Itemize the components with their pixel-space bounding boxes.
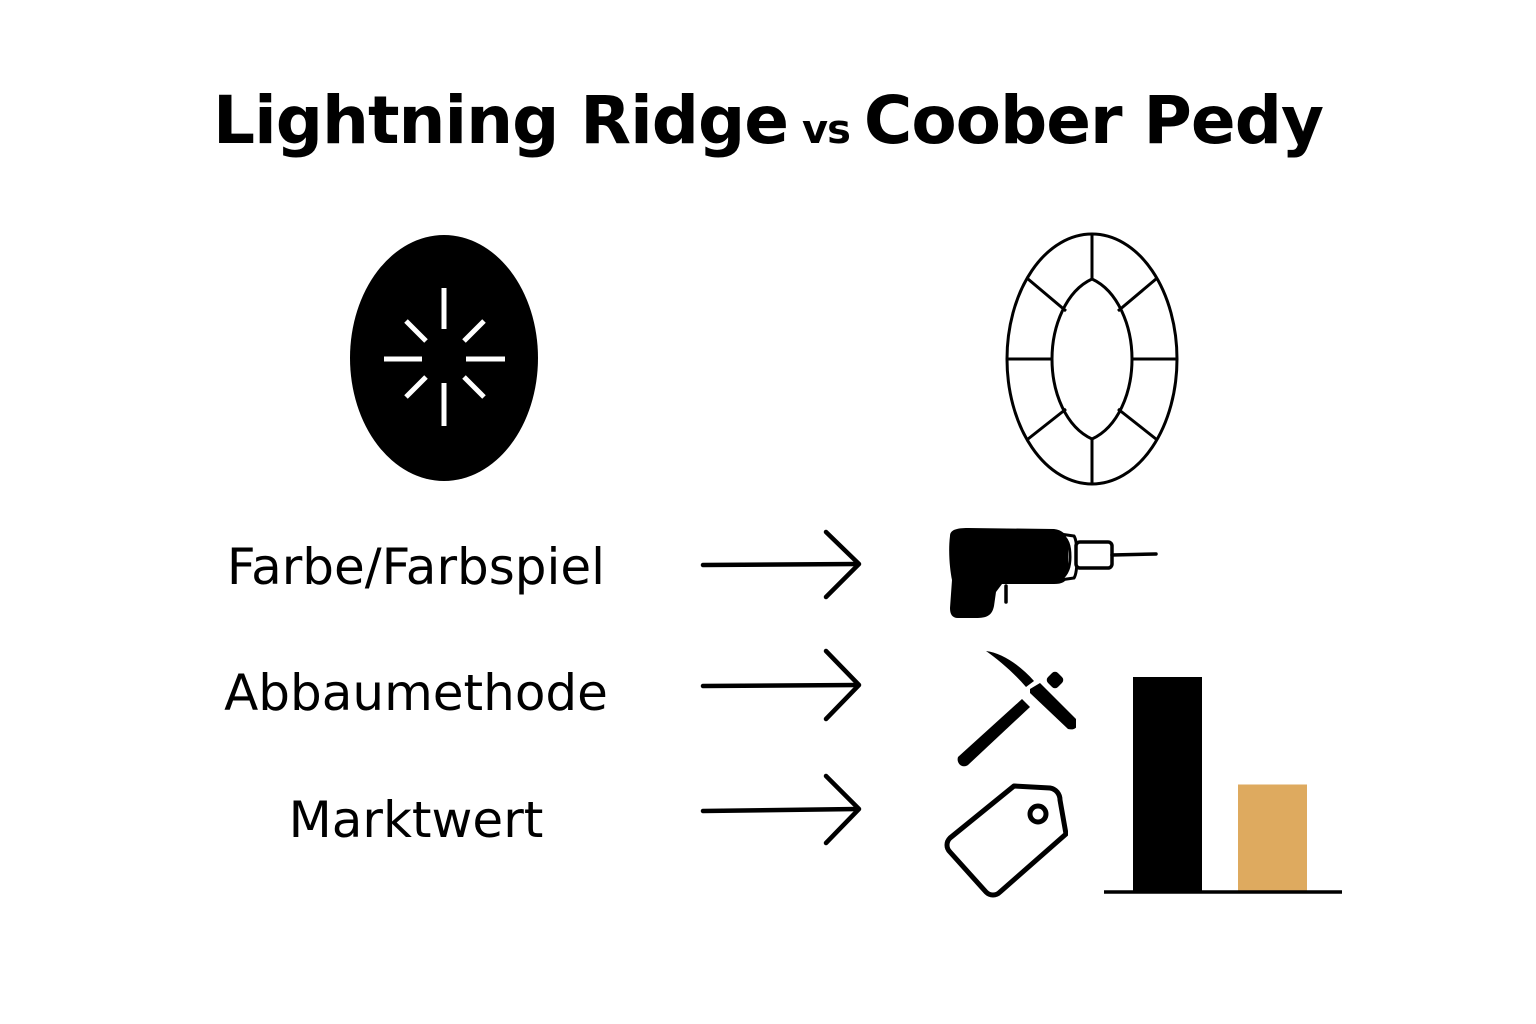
- bar-lightning-ridge: [1133, 677, 1202, 892]
- arrow-right-icon: [700, 773, 862, 846]
- arrow-right-icon: [700, 529, 862, 600]
- arrow-right-icon: [700, 648, 862, 722]
- bar-coober-pedy: [1238, 784, 1307, 892]
- title-left: Lightning Ridge: [213, 82, 789, 159]
- price-tag-icon: [944, 783, 1068, 898]
- title-right: Coober Pedy: [863, 82, 1324, 159]
- drill-icon: [949, 528, 1158, 618]
- market-value-bar-chart: [1104, 677, 1342, 894]
- title-vs: vs: [802, 107, 851, 153]
- comparison-label-color: Farbe/Farbspiel: [226, 538, 606, 596]
- comparison-label-mining-method: Abbaumethode: [224, 664, 608, 722]
- comparison-label-market-value: Marktwert: [288, 791, 544, 849]
- faceted-white-opal-outline-icon: [1005, 232, 1179, 486]
- pickaxe-icon: [957, 651, 1076, 767]
- black-opal-icon: [350, 235, 538, 481]
